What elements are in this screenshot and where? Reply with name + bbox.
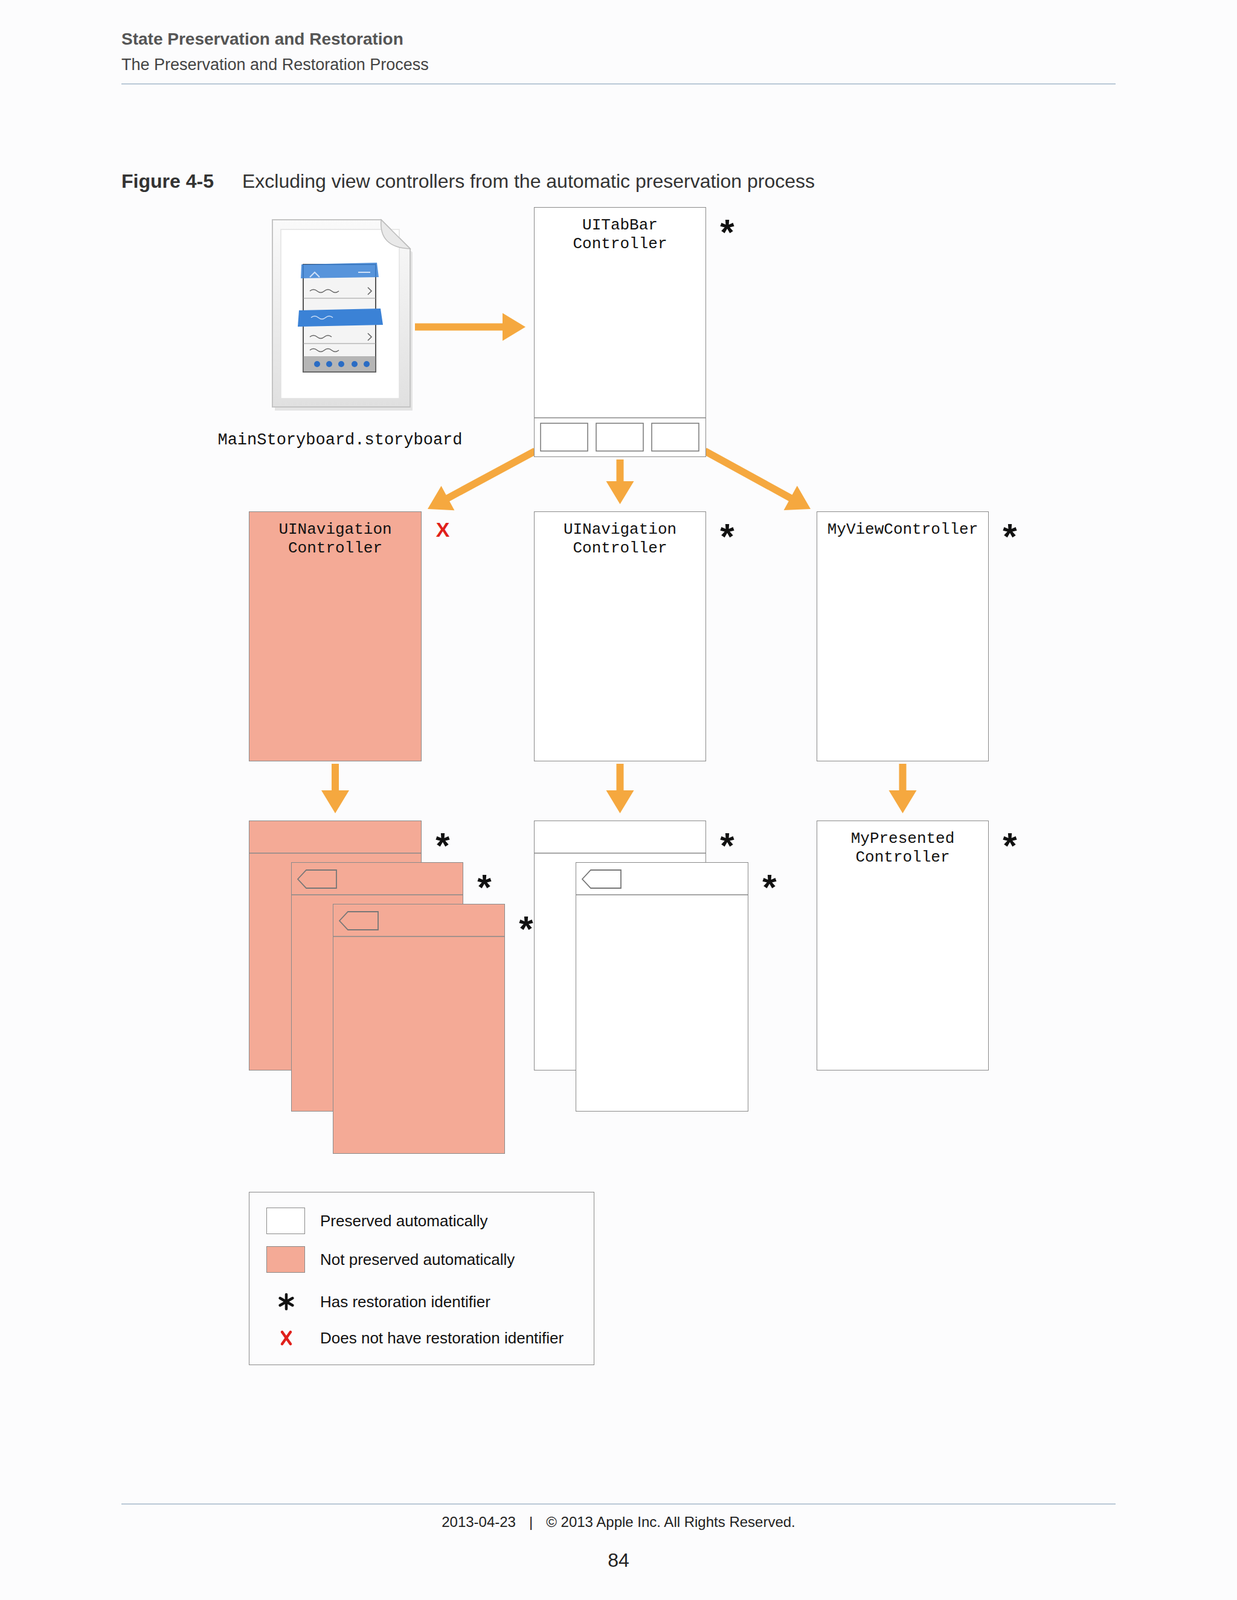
box-title: UINavigation Controller — [249, 520, 421, 559]
navigation-controller: UINavigation Controller* — [533, 511, 707, 762]
storyboard-icon — [267, 216, 414, 411]
id-mark: * — [719, 828, 734, 865]
box-title: UITabBar Controller — [534, 216, 706, 254]
flow-arrow — [606, 764, 635, 814]
footer-separator: | — [529, 1514, 533, 1532]
no-id-mark: X — [436, 519, 450, 540]
id-mark: * — [1002, 518, 1017, 556]
page-number: 84 — [607, 1549, 630, 1573]
figure-number: Figure 4-5 — [121, 170, 214, 193]
box-title: MyViewController — [817, 520, 989, 540]
arrow-head — [502, 313, 526, 342]
navigation-bar — [333, 904, 505, 1154]
flow-arrow — [427, 451, 536, 511]
asterisk-symbol — [274, 1290, 299, 1315]
arrow-shaft — [331, 764, 339, 792]
legend-swatch — [266, 1246, 306, 1274]
footer-row: 2013-04-23 | © 2013 Apple Inc. All Rights … — [0, 1514, 1237, 1532]
arrow-head — [321, 790, 350, 814]
arrow-head — [427, 486, 455, 511]
flow-arrow — [704, 451, 811, 511]
arrow-head — [606, 481, 635, 505]
id-mark: * — [1002, 828, 1017, 865]
legend-row: Does not have restoration identifier — [249, 1325, 594, 1352]
id-mark: * — [719, 214, 734, 251]
header-rule — [121, 83, 1116, 85]
figure-title: Excluding view controllers from the auto… — [242, 170, 815, 193]
flow-arrow — [321, 764, 350, 814]
legend-row: Has restoration identifier — [249, 1288, 594, 1316]
arrow-head — [783, 486, 811, 511]
file-name: MainStoryboard.storyboard — [207, 431, 473, 450]
id-mark: * — [518, 911, 533, 948]
arrow-shaft — [414, 323, 504, 331]
arrow-shaft — [616, 764, 624, 792]
arrow-head — [889, 790, 917, 814]
id-mark: * — [762, 869, 777, 907]
id-mark: * — [719, 518, 734, 556]
running-header: State Preservation and Restoration — [121, 29, 404, 49]
footer-copyright: © 2013 Apple Inc. All Rights Reserved. — [546, 1514, 796, 1532]
navigation-controller: UINavigation ControllerX — [248, 511, 422, 762]
id-mark: * — [477, 869, 492, 907]
arrow-head — [606, 790, 635, 814]
view-controller-card: * — [332, 904, 505, 1155]
box-title: MyPresented Controller — [817, 829, 989, 868]
arrow-shaft — [704, 451, 792, 499]
legend-text: Does not have restoration identifier — [320, 1325, 564, 1352]
footer-rule — [121, 1503, 1116, 1506]
navigation-bar — [576, 863, 748, 1112]
view-controller-card: * — [575, 862, 749, 1112]
storyboard-file: MainStoryboard.storyboard — [207, 216, 473, 452]
tab-bar-controller: UITabBar Controller* — [533, 207, 707, 458]
presented-controller: MyPresented Controller* — [816, 820, 989, 1071]
flow-arrow — [414, 313, 526, 342]
x-symbol — [274, 1326, 299, 1351]
legend-text: Preserved automatically — [320, 1208, 488, 1235]
footer-date: 2013-04-23 — [441, 1514, 516, 1532]
legend-text: Not preserved automatically — [320, 1246, 515, 1274]
box-title: UINavigation Controller — [534, 520, 706, 559]
legend-swatch — [266, 1208, 306, 1235]
view-controller: MyViewController* — [816, 511, 989, 762]
legend-text: Has restoration identifier — [320, 1288, 491, 1316]
arrow-shaft — [446, 451, 536, 499]
arrow-shaft — [899, 764, 907, 792]
arrow-shaft — [616, 459, 624, 483]
flow-arrow — [889, 764, 917, 814]
legend-box: Preserved automaticallyNot preserved aut… — [248, 1192, 595, 1366]
legend-row: Not preserved automatically — [249, 1246, 594, 1274]
flow-arrow — [606, 459, 635, 505]
legend-row: Preserved automatically — [249, 1208, 594, 1235]
running-subheader: The Preservation and Restoration Process — [121, 55, 429, 75]
id-mark: * — [435, 828, 450, 865]
